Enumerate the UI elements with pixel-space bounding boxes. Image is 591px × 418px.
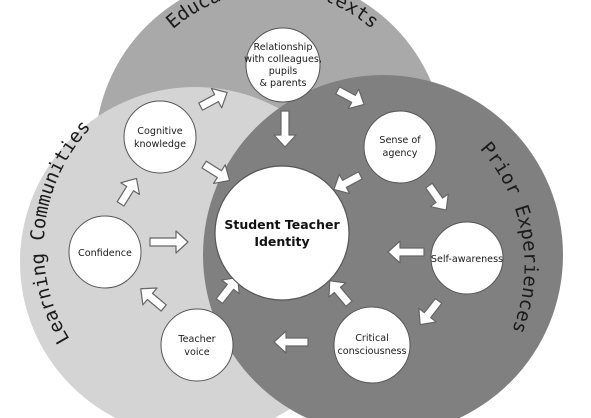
center-label-line1: Student Teacher (224, 217, 340, 232)
critical-label-line2: consciousness (337, 346, 406, 357)
teacher-voice-node (160, 308, 234, 382)
arrow-critical-to-teachervoice (273, 330, 309, 354)
relationship-label-line3: pupils (269, 66, 298, 77)
critical-consciousness-node (333, 306, 411, 384)
teacher-voice-label-line1: Teacher (177, 334, 215, 345)
arrow-critical-to-center (328, 280, 353, 307)
teacher-voice-label-line2: voice (184, 347, 209, 358)
self-awareness-label: Self-awareness (431, 254, 503, 265)
relationship-label-line2: with colleagues, (244, 54, 322, 65)
arrow-selfawareness-to-center (387, 240, 425, 264)
arrow-relationship-to-agency (335, 86, 365, 110)
prior-experiences-circle (203, 75, 563, 418)
student-teacher-identity-circle (214, 165, 350, 301)
critical-label-line1: Critical (355, 333, 389, 344)
arrow-agency-to-center (333, 171, 363, 195)
cognitive-label-line2: knowledge (134, 139, 186, 150)
sense-of-agency-node (363, 110, 437, 184)
confidence-label: Confidence (78, 248, 132, 259)
arrow-teachervoice-to-confidence (140, 287, 167, 312)
arrow-confidence-to-center (149, 230, 189, 254)
arrow-cognitive-to-center (201, 160, 231, 185)
cognitive-label-line1: Cognitive (137, 126, 183, 137)
relationship-label-line4: & parents (260, 78, 307, 89)
arrow-selfawareness-to-critical (418, 297, 443, 326)
relationship-node (245, 27, 321, 103)
self-awareness-node (430, 221, 504, 295)
cognitive-knowledge-node (123, 100, 197, 174)
center-label-line2: Identity (254, 234, 309, 249)
arrow-relationship-to-center (273, 110, 297, 148)
agency-label-line1: Sense of (379, 135, 421, 146)
arrow-confidence-to-cognitive (116, 177, 141, 207)
arrow-teachervoice-to-center (215, 276, 240, 305)
confidence-node (68, 215, 142, 289)
arrow-agency-to-selfawareness (425, 182, 449, 211)
arrow-cognitive-to-relationship (198, 87, 228, 111)
relationship-label-line1: Relationship (254, 42, 313, 53)
agency-label-line2: agency (383, 148, 418, 159)
